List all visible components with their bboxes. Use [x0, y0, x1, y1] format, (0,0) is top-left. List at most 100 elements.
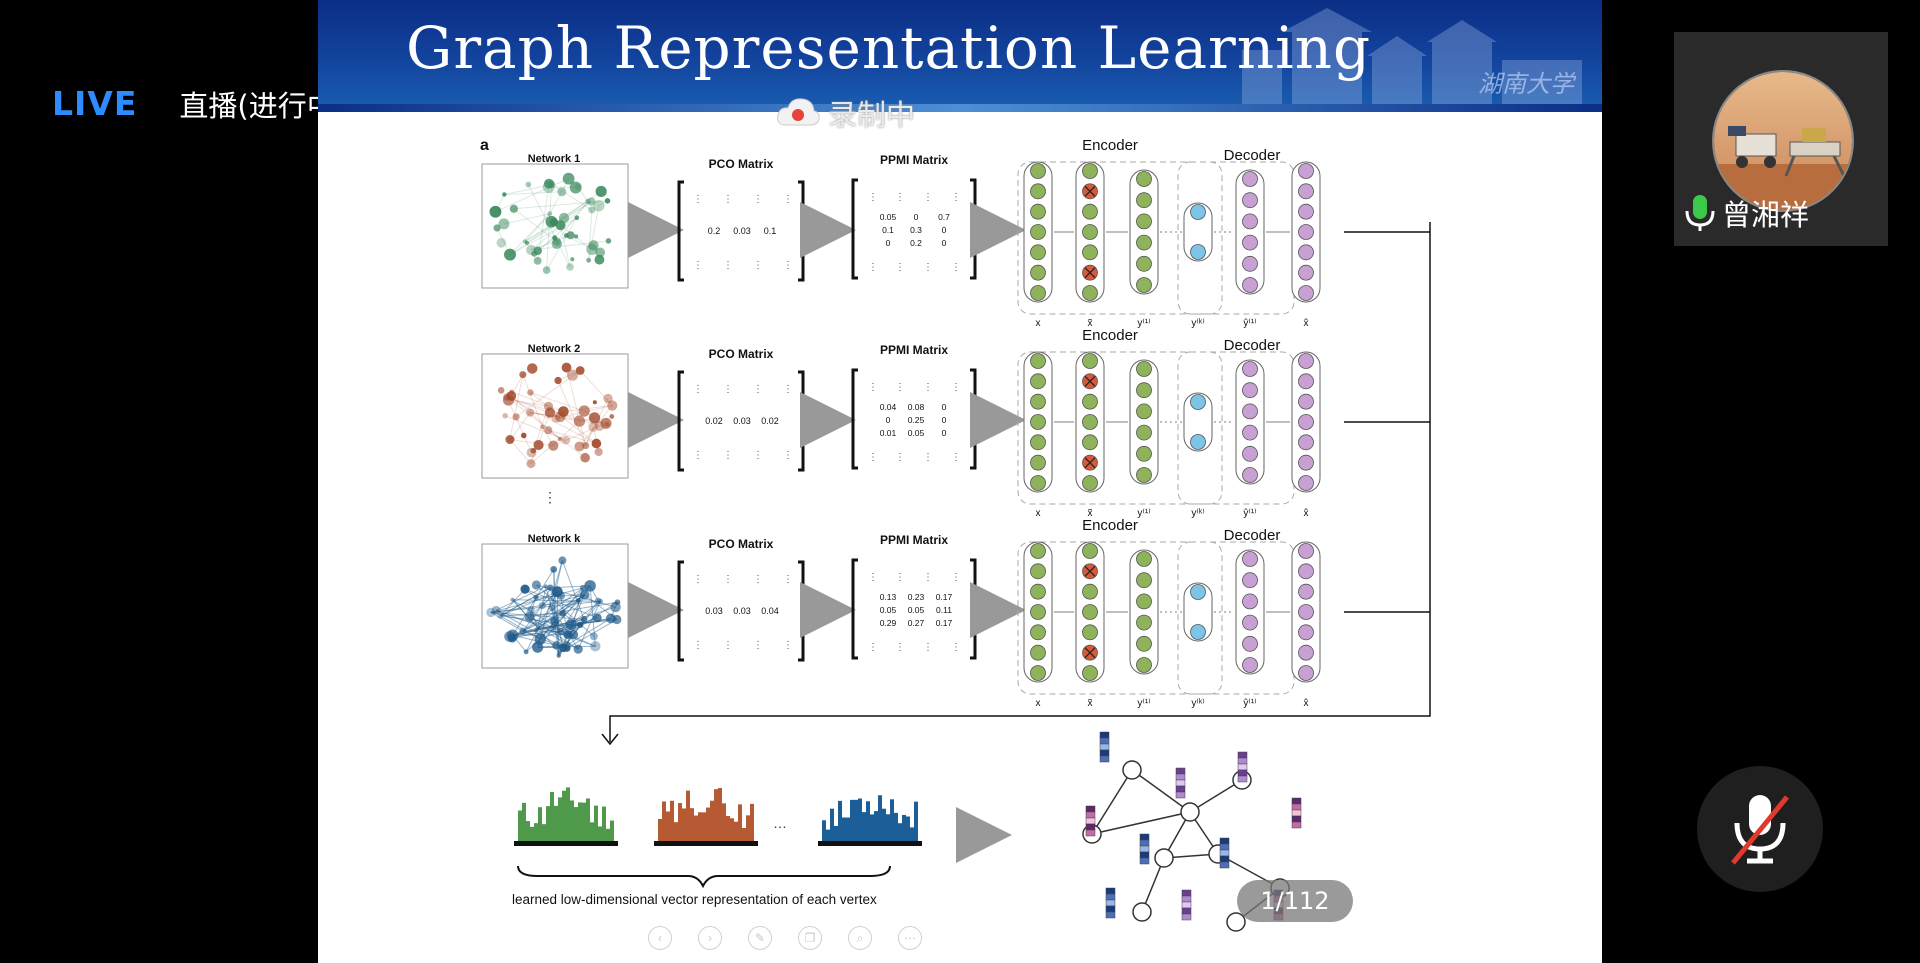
network-node	[574, 215, 580, 221]
network-edge	[530, 412, 551, 464]
network-node	[551, 238, 562, 250]
network-edge	[537, 560, 563, 648]
layer-column	[1235, 359, 1265, 485]
layer-node	[1242, 424, 1258, 441]
histogram-bar	[666, 811, 670, 842]
network-edge	[508, 399, 549, 407]
next-slide-icon[interactable]: ›	[698, 926, 722, 950]
matrix-vdots: ⋮	[951, 192, 961, 203]
network-node	[594, 420, 605, 431]
network-node	[579, 589, 590, 600]
vertex-embedding-cell	[1237, 775, 1248, 783]
network-node	[566, 231, 575, 240]
corrupted-mark	[1084, 647, 1096, 659]
layer-node	[1242, 255, 1258, 272]
network-edge	[506, 396, 532, 453]
network-node	[591, 438, 602, 449]
network-edge	[551, 184, 593, 211]
histogram-bar	[914, 801, 918, 842]
histogram-bar	[562, 790, 566, 842]
network-edge	[490, 599, 579, 613]
layer-node	[1242, 657, 1258, 673]
network-edge	[537, 627, 579, 650]
graph-vertex	[1180, 802, 1200, 822]
network-node	[576, 598, 581, 603]
network-node	[544, 426, 553, 435]
histogram-bar	[518, 810, 522, 842]
more-icon[interactable]: ⋯	[898, 926, 922, 950]
network-node	[561, 435, 571, 445]
pco-value: 0.02	[705, 416, 723, 426]
encoder-box	[1017, 541, 1223, 695]
participant-tile[interactable]: 曾湘祥	[1674, 32, 1888, 246]
histogram-bar	[886, 814, 890, 842]
mute-microphone-button[interactable]	[1697, 766, 1823, 892]
histogram-bar	[550, 791, 554, 842]
histogram-bar	[534, 823, 538, 842]
network-node	[502, 394, 515, 406]
header-stripe	[318, 104, 1602, 112]
graph-edge	[1091, 811, 1191, 835]
pen-icon[interactable]: ✎	[748, 926, 772, 950]
network-node	[526, 447, 537, 458]
prev-slide-icon[interactable]: ‹	[648, 926, 672, 950]
network-edge	[553, 425, 600, 447]
network-edge	[510, 412, 531, 440]
network-node	[527, 389, 534, 396]
network-edge	[512, 599, 539, 629]
network-node	[550, 565, 558, 573]
vertex-embedding-cell	[1139, 851, 1150, 859]
matrix-vdots: ⋮	[723, 640, 733, 651]
ppmi-value: 0	[942, 238, 947, 248]
layer-node	[1190, 624, 1206, 640]
ppmi-value: 0.04	[880, 402, 897, 412]
layer-node	[1298, 203, 1314, 220]
network-node	[534, 627, 539, 633]
live-label: LIVE	[52, 84, 138, 123]
layer-node	[1298, 543, 1314, 559]
university-mark: 湖南大学	[1478, 70, 1574, 98]
ppmi-value: 0	[942, 415, 947, 425]
layer-node	[1136, 234, 1152, 251]
layer-node	[1298, 244, 1314, 261]
vertex-embedding-cell	[1237, 763, 1248, 771]
ppmi-value: 0.27	[908, 618, 925, 628]
layer-column	[1129, 169, 1159, 295]
ppmi-value: 0.01	[880, 428, 897, 438]
layer-node	[1298, 583, 1314, 600]
histogram-bar	[714, 789, 718, 842]
histogram-bar	[574, 807, 578, 842]
histogram-bar	[854, 799, 858, 842]
layer-node	[1136, 171, 1152, 187]
network-node	[520, 432, 527, 439]
layer-node	[1242, 192, 1258, 209]
histogram-bar	[890, 799, 894, 842]
ppmi-value: 0	[914, 212, 919, 222]
histogram-bar	[726, 815, 730, 842]
matrix-vdots: ⋮	[723, 450, 733, 461]
ppmi-value: 0.2	[910, 238, 922, 248]
network-edge	[515, 370, 581, 418]
network-row-2: Network 2(Protein-disease network)PCO Ma…	[481, 327, 1430, 519]
copy-icon[interactable]: ❐	[798, 926, 822, 950]
network-row-3: Network k(Protein-protein network)PCO Ma…	[481, 517, 1430, 709]
layer-node	[1030, 163, 1046, 179]
histogram-bar	[906, 816, 910, 842]
vertex-embedding-cell	[1291, 797, 1302, 805]
layer-node	[1082, 163, 1098, 179]
network-edge	[490, 587, 584, 613]
zoom-icon[interactable]: ⌕	[848, 926, 872, 950]
matrix-vdots: ⋮	[895, 192, 905, 203]
histogram-bar	[598, 826, 602, 842]
histogram-bar	[850, 799, 854, 842]
matrix-vdots: ⋮	[753, 384, 763, 395]
vertex-embedding-cell	[1291, 809, 1302, 817]
slide-header: 湖南大学 Graph Representation Learning	[318, 0, 1602, 112]
network-node	[557, 627, 565, 636]
vertex-embedding-cell	[1105, 905, 1116, 913]
network-edge	[537, 586, 547, 629]
layer-label: x	[1036, 698, 1041, 709]
vertex-graph	[1082, 731, 1302, 932]
network-edge	[545, 586, 556, 622]
